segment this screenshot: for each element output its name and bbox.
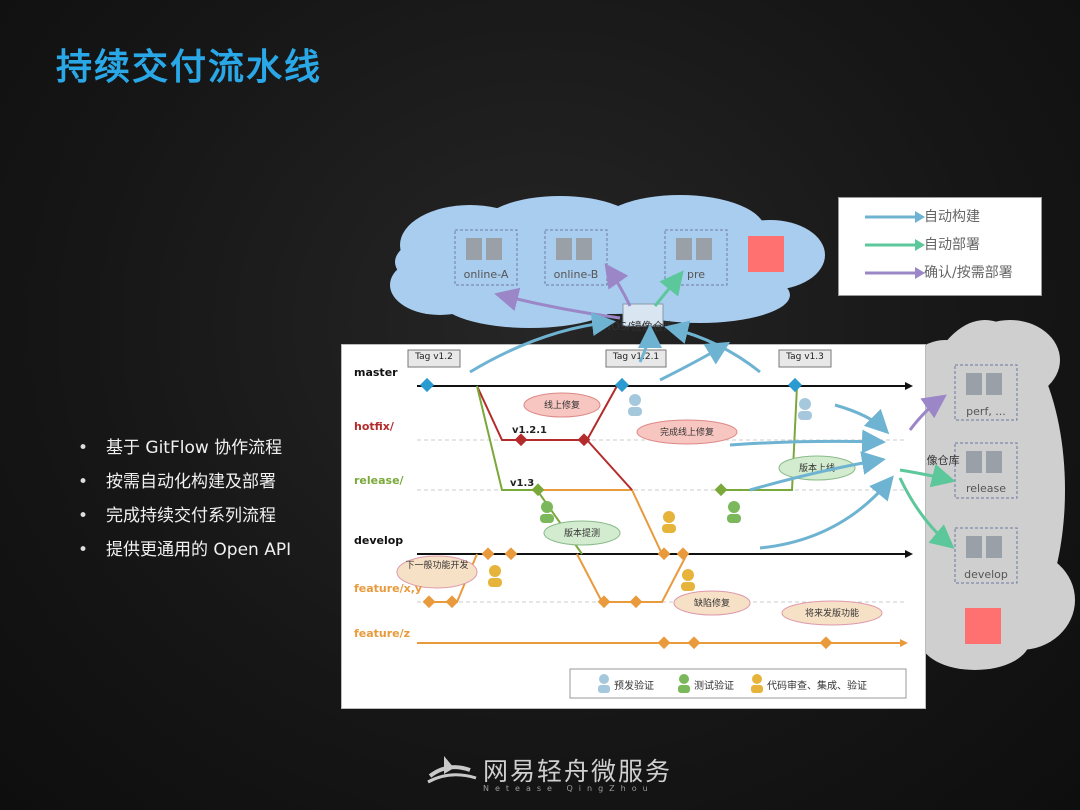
- legend-item-confirm: 确认/按需部署: [839, 262, 1041, 288]
- legend-label: 测试验证: [694, 681, 734, 692]
- callout-label: 线上修复: [543, 401, 580, 411]
- legend-label: 自动构建: [924, 209, 980, 225]
- legend-label: 确认/按需部署: [924, 265, 1013, 281]
- legend-item-build: 自动构建: [839, 206, 1041, 232]
- arrow-confirm: [604, 263, 632, 307]
- repo-label: NOS/镜像仓库: [603, 320, 675, 333]
- bullet-text: 提供更通用的 Open API: [106, 540, 292, 560]
- callout-label: 缺陷修复: [693, 599, 730, 609]
- gitflow-panel: master hotfix/ release/ develop feature/…: [341, 344, 926, 709]
- branch-label: release/: [354, 474, 404, 487]
- tag-label: Tag v1.2: [415, 352, 453, 362]
- node-label: perf, ...: [966, 405, 1006, 418]
- branch-label: feature/z: [354, 627, 411, 640]
- bullet-item: • 基于 GitFlow 协作流程: [78, 436, 291, 470]
- page-title: 持续交付流水线: [56, 47, 323, 88]
- bullet-item: • 完成持续交付系列流程: [78, 504, 291, 538]
- branch-label: master: [354, 366, 398, 379]
- bullet-item: • 提供更通用的 Open API: [78, 538, 291, 572]
- server-online-b: [544, 229, 608, 286]
- bullet-item: • 按需自动化构建及部署: [78, 470, 291, 504]
- gitflow-graph: [396, 349, 913, 699]
- legend-box: 自动构建 自动部署 确认/按需部署: [838, 197, 1042, 296]
- bullet-dot-icon: •: [78, 438, 89, 458]
- server-online-a: [454, 229, 518, 286]
- callout-label: 完成线上修复: [659, 428, 714, 438]
- callout-label: 将来发版功能: [804, 609, 859, 619]
- deploy-stack-icon: [965, 608, 1001, 644]
- node-label: pre: [686, 268, 706, 281]
- bullet-text: 基于 GitFlow 协作流程: [106, 438, 283, 458]
- legend-item-deploy: 自动部署: [839, 234, 1041, 260]
- bullet-list: • 基于 GitFlow 协作流程 • 按需自动化构建及部署 • 完成持续交付系列流程…: [78, 436, 291, 572]
- brand-subtitle: Netease QingZhou: [483, 784, 654, 793]
- legend-label: 预发验证: [614, 681, 654, 692]
- version-label: v1.2.1: [512, 425, 547, 436]
- branch-label: feature/x,y: [354, 582, 423, 595]
- version-label: v1.3: [510, 478, 535, 489]
- server-pre: [664, 229, 728, 286]
- server-perf: [954, 364, 1018, 421]
- server-release: [954, 442, 1018, 499]
- bullet-dot-icon: •: [78, 540, 89, 560]
- arrow-deploy: [653, 270, 684, 307]
- tag-label: Tag v1.2.1: [612, 352, 660, 362]
- qingzhou-logo-icon: [427, 756, 477, 784]
- legend-label: 代码审查、集成、验证: [767, 681, 867, 692]
- deploy-stack-icon: [748, 236, 784, 272]
- tag-label: Tag v1.3: [786, 352, 824, 362]
- bullet-text: 按需自动化构建及部署: [106, 472, 276, 492]
- bullet-dot-icon: •: [78, 472, 89, 492]
- bullet-text: 完成持续交付系列流程: [106, 506, 276, 526]
- callout-label: 下一般功能开发: [405, 561, 469, 571]
- node-label: develop: [964, 568, 1008, 581]
- brand-name: 网易轻舟微服务: [483, 757, 673, 786]
- branch-label: develop: [354, 534, 404, 547]
- node-label: release: [965, 482, 1007, 495]
- node-label: online-A: [463, 268, 509, 281]
- callout-label: 版本提测: [563, 529, 600, 539]
- bullet-dot-icon: •: [78, 506, 89, 526]
- branch-label: hotfix/: [354, 420, 394, 433]
- node-label: online-B: [553, 268, 599, 281]
- legend-label: 自动部署: [924, 237, 980, 253]
- server-develop: [954, 527, 1018, 584]
- callout-label: 版本上线: [798, 464, 835, 474]
